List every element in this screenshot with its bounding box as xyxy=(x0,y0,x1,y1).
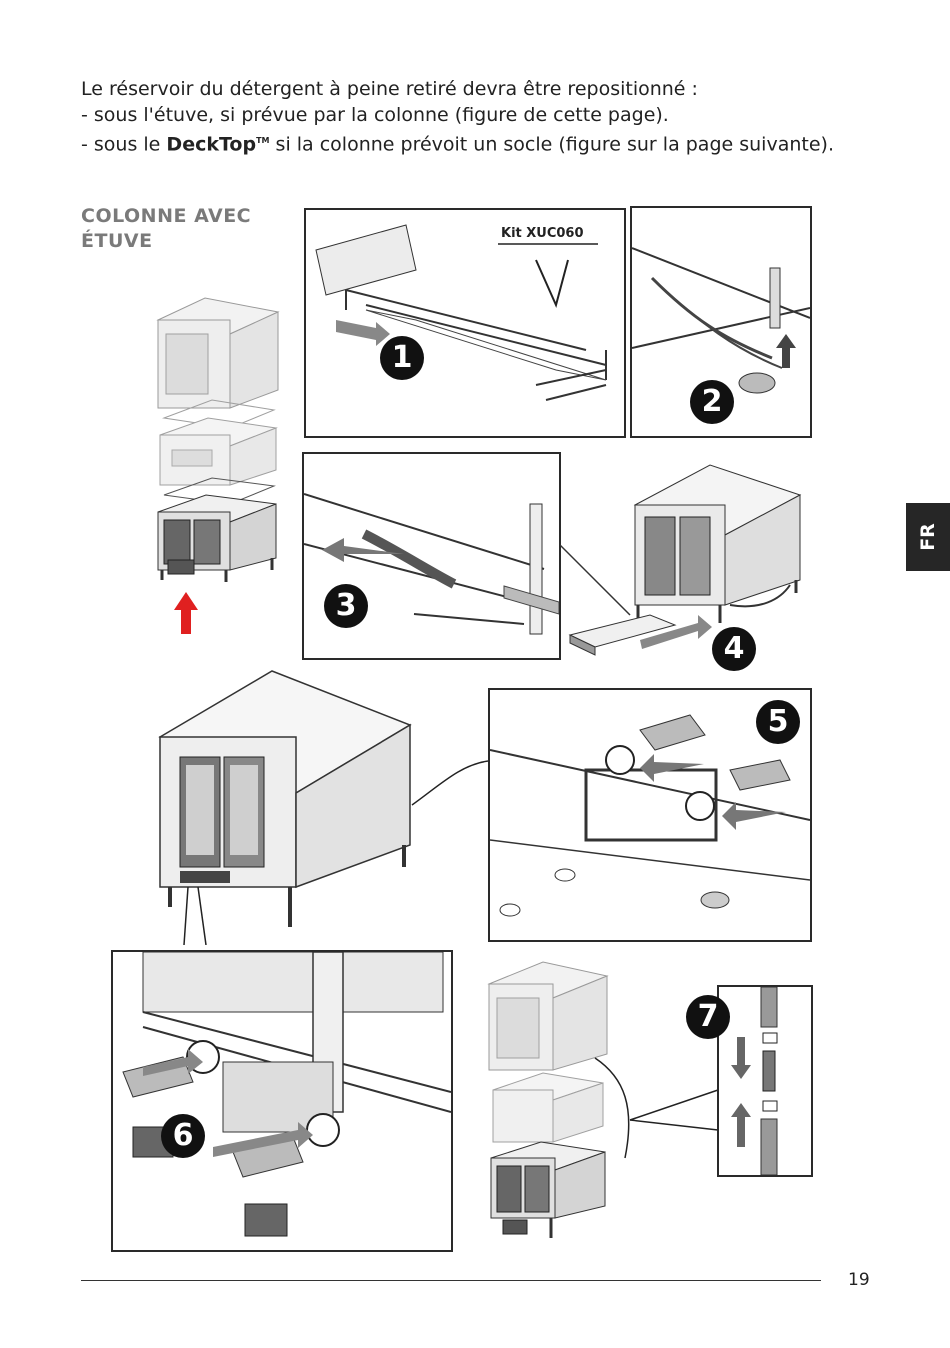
tube-connector-drawing xyxy=(719,987,811,1175)
section-title-line-2: ÉTUVE xyxy=(81,229,281,254)
intro-line-3-prefix: - sous le xyxy=(81,133,166,155)
step-7-frame xyxy=(717,985,813,1177)
step-2-badge: 2 xyxy=(690,380,734,424)
step-1-badge: 1 xyxy=(380,336,424,380)
step-6-badge: 6 xyxy=(161,1114,205,1158)
proofer-tank-drawing xyxy=(560,455,810,680)
bottom-column-drawing xyxy=(485,958,635,1248)
step-5-frame: 5 xyxy=(488,688,812,942)
large-proofer-drawing xyxy=(150,665,490,945)
step-4-illustration: 4 xyxy=(560,455,810,680)
intro-line-1: Le réservoir du détergent à peine retiré… xyxy=(81,76,881,102)
trademark-mark: TM xyxy=(256,136,269,145)
bottom-column-illustration xyxy=(485,958,635,1248)
step-3-frame: 3 xyxy=(302,452,561,660)
section-title: COLONNE AVEC ÉTUVE xyxy=(81,204,281,254)
intro-line-2: - sous l'étuve, si prévue par la colonne… xyxy=(81,102,881,128)
step-7-badge: 7 xyxy=(686,995,730,1039)
column-stack-illustration xyxy=(150,290,290,640)
footer-divider xyxy=(81,1280,821,1281)
drill-install-drawing xyxy=(113,952,451,1250)
intro-line-3-suffix: si la colonne prévoit un socle (figure s… xyxy=(270,133,834,155)
brand-decktop: DeckTop xyxy=(166,133,256,155)
step-6-frame: 6 xyxy=(111,950,453,1252)
step-5-badge: 5 xyxy=(756,700,800,744)
intro-line-3: - sous le DeckTopTM si la colonne prévoi… xyxy=(81,128,881,157)
large-proofer-illustration xyxy=(150,665,490,945)
page-number: 19 xyxy=(848,1270,870,1290)
intro-text: Le réservoir du détergent à peine retiré… xyxy=(81,76,881,157)
connector-lines-drawing xyxy=(620,1080,720,1140)
step-4-badge: 4 xyxy=(712,627,756,671)
language-tab-label: FR xyxy=(917,523,939,551)
kit-label: Kit XUC060 xyxy=(501,226,584,241)
kit-rail-drawing xyxy=(306,210,624,436)
connector-lines xyxy=(620,1080,720,1140)
step-1-frame: Kit XUC060 1 xyxy=(304,208,626,438)
language-tab: FR xyxy=(906,503,950,571)
column-stack-drawing xyxy=(150,290,290,640)
step-3-badge: 3 xyxy=(324,584,368,628)
section-title-line-1: COLONNE AVEC xyxy=(81,204,281,229)
step-2-frame: 2 xyxy=(630,206,812,438)
